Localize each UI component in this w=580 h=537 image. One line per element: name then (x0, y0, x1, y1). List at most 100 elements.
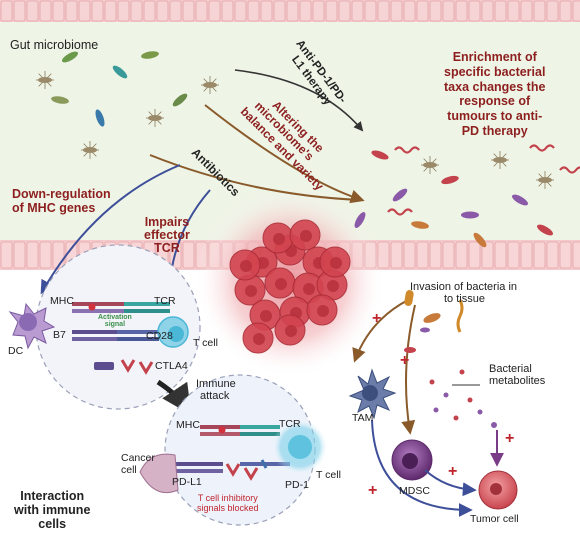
bacterium (461, 211, 479, 219)
bacterium (112, 65, 128, 79)
arrow-antibiotics (149, 154, 361, 201)
label-dc: DC (8, 345, 24, 357)
epithelial-cell (442, 241, 455, 269)
tumor-cell-cluster (319, 246, 351, 278)
plus-sign: + (505, 430, 515, 447)
bacterium (491, 151, 509, 169)
label-enrichment: Enrichment of specific bacterial taxa ch… (444, 50, 546, 138)
epithelial-cell (182, 241, 195, 269)
bacterium (537, 224, 553, 236)
bacterium (141, 51, 159, 59)
bacterium (387, 208, 413, 216)
label-tumor-cell: Tumor cell (470, 513, 519, 525)
epithelial-cell (520, 241, 533, 269)
epithelial-cell (533, 241, 546, 269)
arrow-anti-pd1 (234, 69, 364, 132)
label-cd28: CD28 (146, 330, 173, 342)
label-downregulation: Down-regulation of MHC genes (12, 187, 111, 215)
label-activation-signal: Activation signal (98, 314, 132, 328)
epithelial-cell (481, 241, 494, 269)
synapse-circle-top (35, 244, 201, 410)
top-epithelium (0, 0, 580, 22)
dc-cell (8, 302, 56, 350)
tumor-cell-cluster (274, 314, 306, 346)
epithelial-cell (494, 241, 507, 269)
bacterium (146, 109, 164, 127)
bacterium (421, 156, 439, 174)
tam-cell (348, 368, 397, 420)
label-mdsc: MDSC (399, 485, 430, 497)
epithelial-cell (416, 241, 429, 269)
label-b7: B7 (53, 329, 66, 341)
label-immune-attack: Immune attack (196, 378, 236, 403)
label-tcr-top: TCR (154, 295, 176, 307)
label-invasion: Invasion of bacteria in to tissue (410, 281, 518, 306)
bacterium (441, 175, 459, 185)
tumor-cell-cluster (289, 219, 321, 251)
bacterium (536, 171, 554, 189)
plus-sign: + (372, 310, 382, 327)
tumor-cell-cluster (242, 322, 274, 354)
label-pdl1: PD-L1 (172, 476, 202, 488)
label-pd1: PD-1 (285, 479, 309, 491)
receptors-top (72, 302, 170, 375)
arrow-mdsc-to-tumor (424, 469, 477, 497)
epithelial-cell (455, 241, 468, 269)
bacterium (81, 141, 99, 159)
bacterium (371, 150, 389, 160)
bacterium (36, 71, 54, 89)
label-mhc-bottom: MHC (176, 419, 200, 431)
bacterium (529, 144, 555, 152)
epithelial-cell (546, 241, 559, 269)
label-tcell-bottom: T cell (316, 469, 341, 481)
label-ctla4: CTLA4 (155, 360, 188, 372)
plus-sign: + (448, 463, 458, 480)
label-tcell-top: T cell (193, 337, 218, 349)
bacterium (559, 166, 580, 174)
label-tam: TAM (352, 412, 374, 424)
label-impairs-tcr: Impairs effector TCR (144, 215, 190, 256)
tumor-cell-cluster (229, 249, 261, 281)
epithelial-cell (26, 241, 39, 269)
cancer-cell (139, 453, 179, 494)
tumor-cell-cluster (234, 274, 266, 306)
label-interaction: Interaction with immune cells (14, 489, 91, 531)
bacterium (473, 232, 487, 248)
epithelial-cell (52, 241, 65, 269)
epithelial-cell (429, 241, 442, 269)
epithelial-cell (559, 241, 572, 269)
epithelial-cell (13, 241, 26, 269)
bacterium (411, 221, 429, 229)
arrow-to-tam (352, 299, 409, 363)
plus-sign: + (368, 482, 378, 499)
bacterial-metabolites-dots (429, 369, 497, 428)
arrow-tam-to-tumor (371, 419, 473, 517)
bacterium (172, 93, 188, 107)
bacterium (201, 76, 219, 94)
bacterium (512, 194, 528, 206)
label-tcr-bottom: TCR (279, 418, 301, 430)
bacterium (62, 51, 78, 63)
label-inhibitory-blocked: T cell inhibitory signals blocked (197, 493, 259, 513)
arrow-altering (204, 104, 365, 204)
tumor-cell-cluster (262, 222, 294, 254)
epithelial-cell (572, 241, 580, 269)
plus-sign: + (400, 352, 410, 369)
invading-bacteria (404, 290, 464, 353)
bacterium (394, 146, 420, 154)
tumor-cell-cluster (264, 267, 296, 299)
epithelial-cell (0, 241, 13, 269)
epithelial-cell (403, 241, 416, 269)
gut-bacteria (36, 51, 580, 248)
arrow-to-mdsc (401, 304, 416, 435)
epithelial-cell (468, 241, 481, 269)
mdsc-cell (391, 439, 433, 481)
label-mhc-top: MHC (50, 295, 74, 307)
epithelial-cell (39, 241, 52, 269)
tumor-cell-right (478, 470, 518, 510)
tumor-mass (229, 219, 351, 354)
bacterium (354, 212, 366, 228)
label-gut-microbiome: Gut microbiome (10, 38, 99, 52)
